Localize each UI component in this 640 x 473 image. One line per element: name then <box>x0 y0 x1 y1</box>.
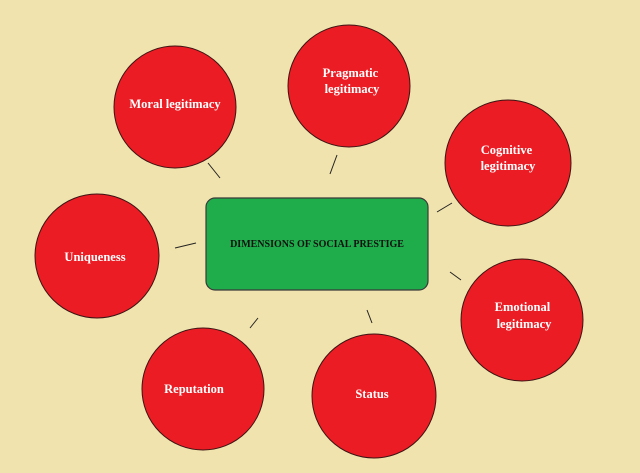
bubble-label-line: legitimacy <box>497 317 553 331</box>
bubble-label: Moral legitimacy <box>129 97 221 111</box>
bubble-label: Status <box>355 387 388 401</box>
bubble-pragmatic-legitimacy: Pragmatic legitimacy <box>287 24 411 148</box>
bubble-label: Cognitive legitimacy <box>481 143 537 173</box>
bubble-status: Status <box>311 333 437 459</box>
bubble-label-line: Status <box>355 387 388 401</box>
bubble-shape <box>141 327 265 451</box>
bubble-shape <box>444 99 572 227</box>
connector-emotional-legitimacy <box>449 271 462 281</box>
bubble-label-line: legitimacy <box>325 82 381 96</box>
bubble-label: Emotional legitimacy <box>495 300 554 331</box>
bubble-shape <box>113 45 237 169</box>
bubble-moral-legitimacy: Moral legitimacy <box>113 45 237 169</box>
connector-cognitive-legitimacy <box>436 202 453 213</box>
bubble-label: Uniqueness <box>64 250 125 264</box>
bubble-shape <box>287 24 411 148</box>
connector-pragmatic-legitimacy <box>329 154 338 175</box>
bubble-label-line: Pragmatic <box>323 66 379 80</box>
connector-status <box>366 309 373 324</box>
center-node: DIMENSIONS OF SOCIAL PRESTIGE <box>205 197 429 291</box>
bubble-label-line: Reputation <box>164 382 224 396</box>
connector-reputation <box>249 317 259 329</box>
bubble-label: Reputation <box>164 382 224 396</box>
bubble-label: Pragmatic legitimacy <box>323 66 382 96</box>
bubble-shape <box>311 333 437 459</box>
bubble-label-line: legitimacy <box>481 159 537 173</box>
bubble-label-line: Emotional <box>495 300 551 314</box>
bubble-cognitive-legitimacy: Cognitive legitimacy <box>444 99 572 227</box>
center-box <box>205 197 429 291</box>
bubble-shape <box>460 258 584 382</box>
connector-uniqueness <box>174 242 197 249</box>
bubble-uniqueness: Uniqueness <box>34 193 160 319</box>
bubble-shape <box>34 193 160 319</box>
bubble-emotional-legitimacy: Emotional legitimacy <box>460 258 584 382</box>
connector-moral-legitimacy <box>207 162 221 179</box>
bubble-label-line: Cognitive <box>481 143 533 157</box>
bubble-reputation: Reputation <box>141 327 265 451</box>
bubble-label-line: Moral legitimacy <box>129 97 221 111</box>
center-label: DIMENSIONS OF SOCIAL PRESTIGE <box>230 239 404 250</box>
bubble-label-line: Uniqueness <box>64 250 125 264</box>
connectors <box>174 154 462 329</box>
